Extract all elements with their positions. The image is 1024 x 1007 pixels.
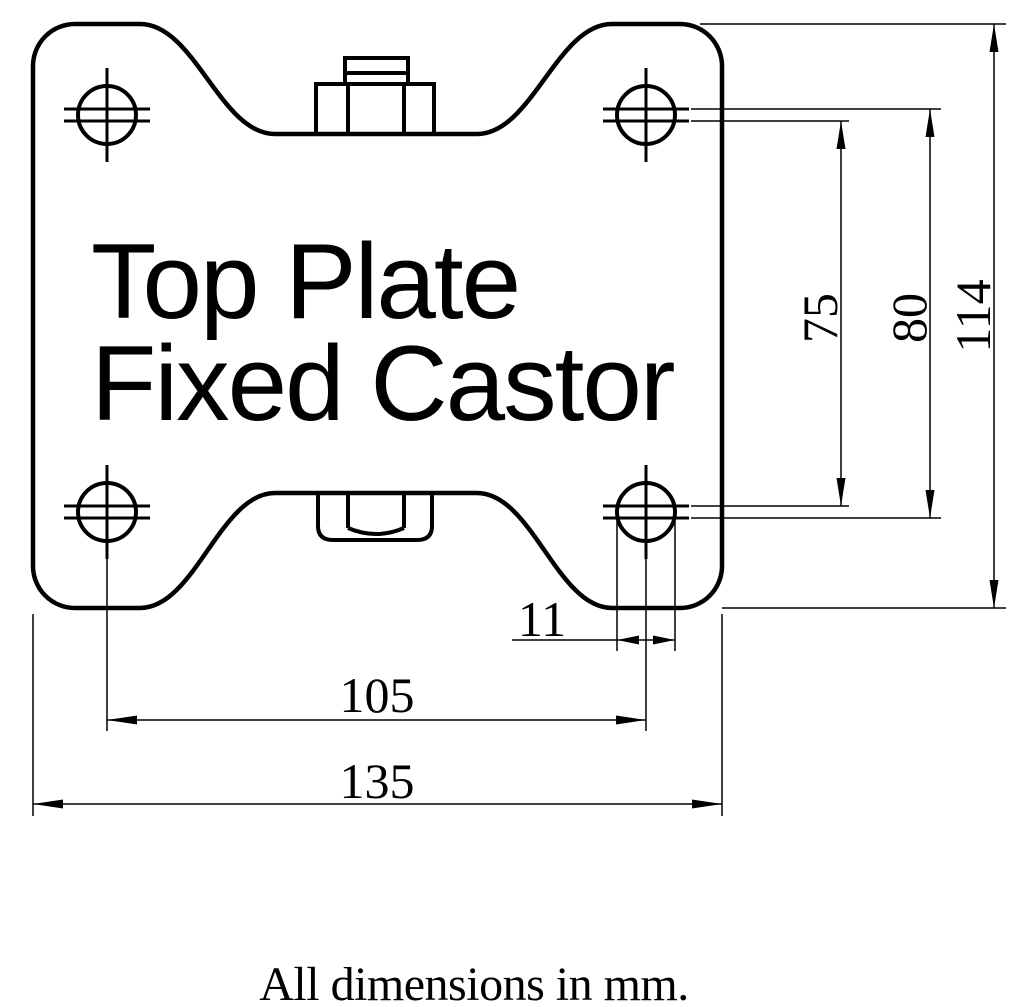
bolt-hole-top-right <box>603 68 689 162</box>
dimension-114: 114 <box>945 24 1001 608</box>
units-note: All dimensions in mm. <box>259 958 689 1007</box>
arrowhead-up <box>989 24 999 52</box>
bolt-hole-top-left <box>64 68 150 162</box>
bottom-nut <box>316 491 434 542</box>
bolt-hole-bottom-left <box>64 465 150 731</box>
dimension-label-105: 105 <box>340 667 415 723</box>
arrowhead-left <box>107 715 137 725</box>
arrowhead-up <box>925 109 935 137</box>
dimension-105: 105 <box>107 667 646 725</box>
arrowhead-down <box>836 478 846 506</box>
arrowhead-left <box>33 799 63 809</box>
bolt-head <box>314 82 436 136</box>
dimension-75: 75 <box>792 121 848 506</box>
arrowhead-up <box>836 121 846 149</box>
dimension-label-114: 114 <box>945 279 1001 352</box>
dimension-11: 11 <box>512 591 675 647</box>
arrowhead-right <box>692 799 722 809</box>
plate-outline <box>30 21 725 611</box>
nut-body <box>316 491 434 542</box>
arrowhead-down <box>989 580 999 608</box>
dimension-135: 135 <box>33 753 722 809</box>
bolt-hole-bottom-right <box>603 465 689 731</box>
dimension-label-80: 80 <box>881 293 937 343</box>
arrowhead-right <box>653 635 675 645</box>
plate-title-line-2: Fixed Castor <box>91 323 674 443</box>
top-bolt <box>314 56 436 136</box>
dimension-80: 80 <box>881 109 937 518</box>
dimension-label-135: 135 <box>340 753 415 809</box>
arrowhead-right <box>616 715 646 725</box>
extension-lines <box>32 23 1006 816</box>
plate-title-line-1: Top Plate <box>91 221 519 341</box>
arrowhead-down <box>925 490 935 518</box>
dimension-label-75: 75 <box>792 293 848 343</box>
arrowhead-left <box>617 635 639 645</box>
nut-chamfer-arc <box>347 526 405 536</box>
dimension-label-11: 11 <box>518 591 566 647</box>
